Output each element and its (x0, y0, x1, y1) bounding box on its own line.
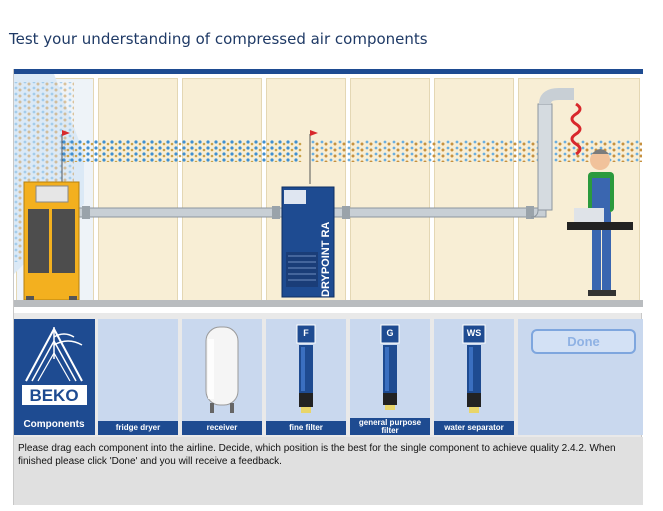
airline-scene: DRYPOINT RA (14, 74, 643, 313)
instructions-text: Please drag each component into the airl… (18, 443, 616, 467)
red-flag-icon (62, 130, 70, 136)
air-stream-band-1 (62, 140, 302, 162)
slot-label: receiver (182, 421, 262, 435)
component-slot-fridge-dryer[interactable]: fridge dryer (98, 319, 178, 435)
component-slot-general-purpose-filter[interactable]: G general purpose filter (350, 319, 430, 435)
filter-housing-icon (462, 324, 486, 413)
air-stream-band-2 (310, 140, 642, 162)
red-flag-icon (310, 130, 318, 136)
worker-icon (567, 149, 633, 296)
machine-label: DRYPOINT RA (320, 222, 332, 297)
filter-badge: G (386, 328, 394, 338)
slot-label: fine filter (266, 421, 346, 435)
beko-logo-icon: BEKO Components (22, 326, 87, 430)
filter-badge: WS (466, 328, 482, 338)
drop-zone-2[interactable] (182, 78, 262, 304)
beko-logo: BEKO Components (14, 319, 95, 435)
instructions-box (14, 437, 643, 505)
page-title: Test your understanding of compressed ai… (9, 30, 428, 48)
beko-logo-text: BEKO (29, 386, 78, 405)
drop-zone-1[interactable] (98, 78, 178, 304)
stage-top-bar (14, 69, 643, 74)
beko-logo-caption: Components (23, 419, 85, 430)
slot-label: water separator (434, 421, 514, 435)
filter-badge: F (303, 328, 309, 338)
compressor-icon (23, 181, 80, 302)
filter-housing-icon (296, 324, 316, 413)
floor-line (14, 300, 643, 307)
exercise-stage: DRYPOINT RA (13, 69, 643, 505)
component-slot-fine-filter[interactable]: F fine filter (266, 319, 346, 435)
component-tray: BEKO Components fridge dryer receiver (14, 319, 643, 437)
airline-illustration: DRYPOINT RA (14, 74, 642, 302)
drop-zone-4[interactable] (350, 78, 430, 304)
filter-housing-icon (380, 324, 400, 410)
slot-label: general purpose filter (350, 418, 430, 435)
refrigeration-dryer-icon: DRYPOINT RA (281, 186, 335, 298)
done-button[interactable]: Done (531, 329, 636, 354)
receiver-tank-icon (205, 326, 239, 413)
drop-zone-5[interactable] (434, 78, 514, 304)
component-slot-water-separator[interactable]: WS water separator (434, 319, 514, 435)
slot-label: fridge dryer (98, 421, 178, 435)
component-slot-receiver[interactable]: receiver (182, 319, 262, 435)
